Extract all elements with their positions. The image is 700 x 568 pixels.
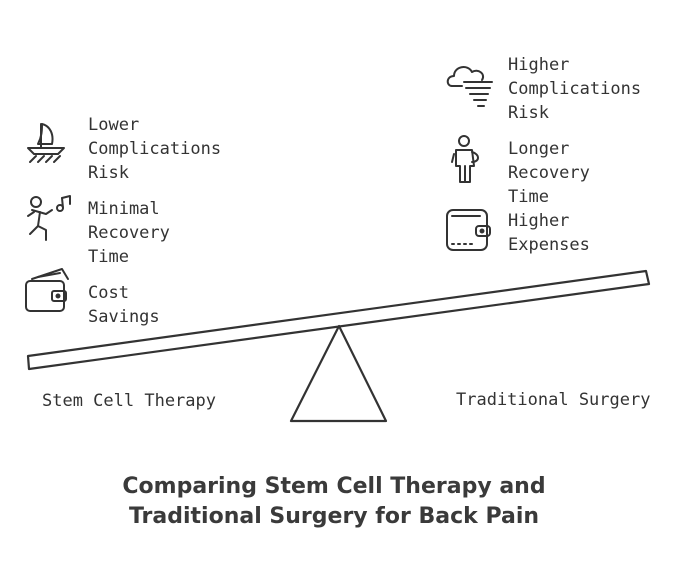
sailboat-icon (27, 123, 65, 163)
left-side-label: Stem Cell Therapy (42, 391, 216, 411)
diagram-title: Comparing Stem Cell Therapy and Traditio… (0, 472, 668, 532)
left-item-label: Cost Savings (88, 283, 160, 327)
seesaw-plank (26, 269, 651, 371)
running-person-icon (27, 195, 71, 241)
left-item-label: Lower Complications Risk (88, 115, 222, 183)
standing-person-icon (451, 135, 479, 183)
wallet-icon (446, 209, 491, 251)
storm-cloud-icon (446, 66, 493, 107)
wallet-money-icon (25, 268, 69, 312)
seesaw-fulcrum (289, 324, 388, 423)
right-item-label: Higher Complications Risk (508, 55, 642, 123)
right-side-label: Traditional Surgery (456, 390, 651, 410)
title-line-2: Traditional Surgery for Back Pain (128, 504, 540, 529)
right-item-label: Longer Recovery Time (508, 139, 590, 207)
title-line-1: Comparing Stem Cell Therapy and (122, 474, 546, 499)
left-item-label: Minimal Recovery Time (88, 199, 170, 267)
right-item-label: Higher Expenses (508, 211, 590, 255)
